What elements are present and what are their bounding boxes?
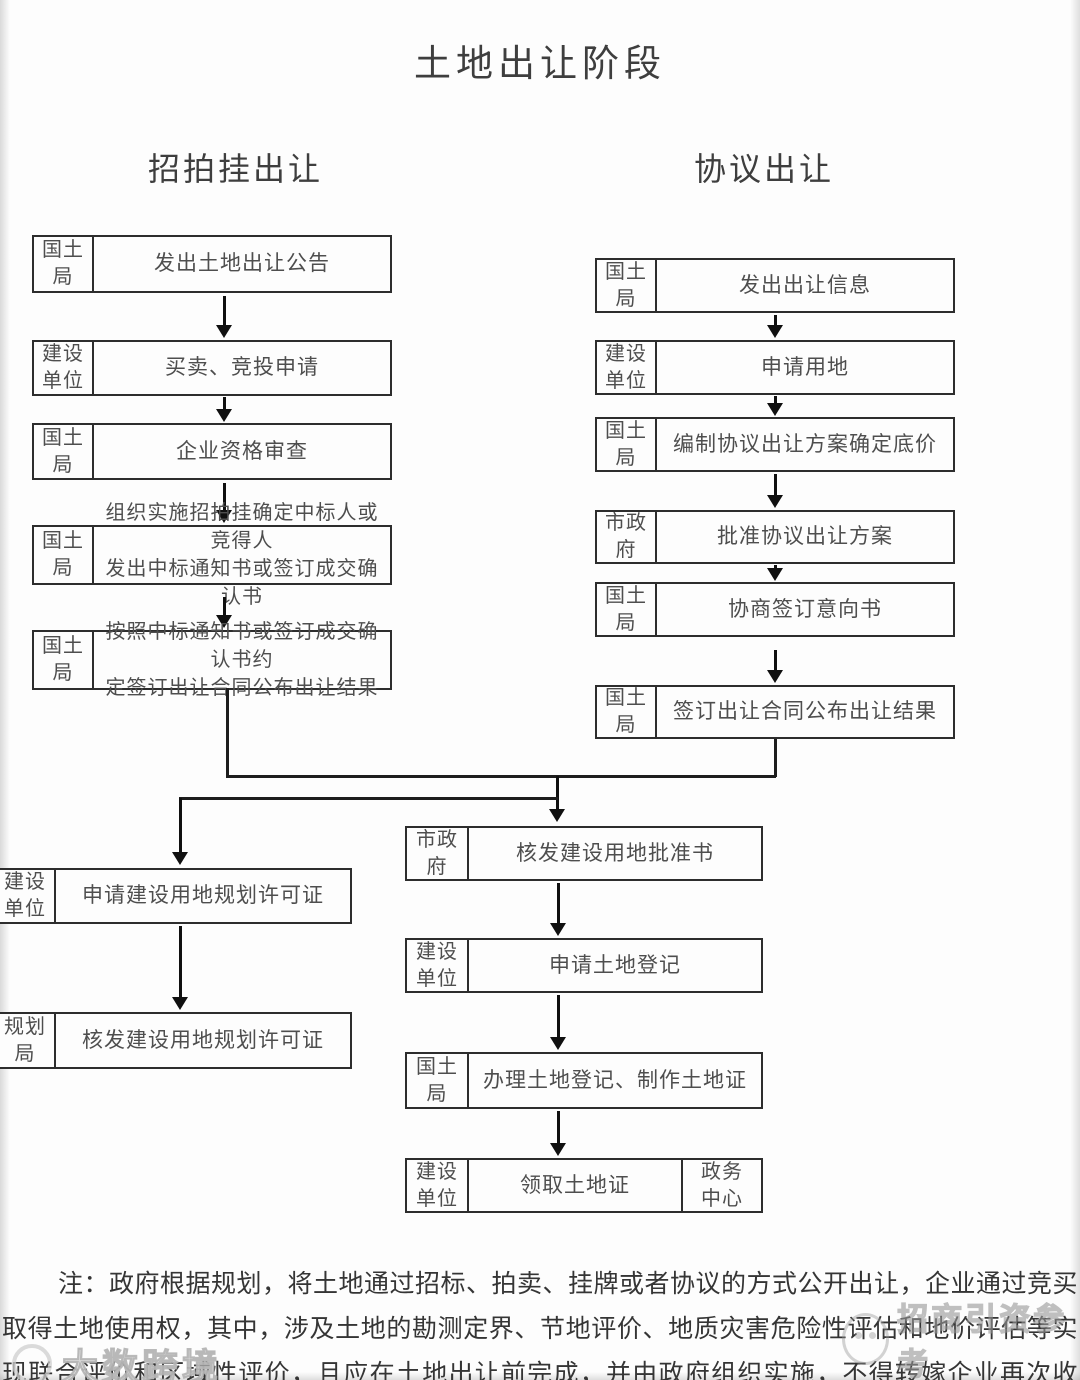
actor-label: 规划 局	[0, 1014, 56, 1067]
bottom-middle-step-2-box: 建设 单位 申请土地登记	[405, 938, 763, 993]
arrow-down-icon	[549, 776, 565, 822]
page-edge-shadow-left	[0, 0, 10, 1380]
actor-label: 国土 局	[597, 419, 657, 470]
action-label: 协商签订意向书	[728, 597, 882, 621]
arrow-down-icon	[550, 1111, 566, 1156]
action-label: 批准协议出让方案	[717, 525, 893, 548]
actor-label: 建设 单位	[407, 940, 469, 991]
actor-label: 国土 局	[34, 527, 94, 583]
actor-label: 国土 局	[34, 632, 94, 688]
right-step-5-box: 国土 局 协商签订意向书	[595, 582, 955, 637]
actor-label: 国土 局	[34, 425, 94, 478]
arrow-down-icon	[172, 926, 188, 1010]
action-label: 申请土地登记	[549, 953, 681, 977]
actor-label: 国土 局	[597, 687, 657, 737]
actor-label: 建设 单位	[407, 1160, 469, 1211]
action-label: 组织实施招拍挂确定中标人或竞得人 发出中标通知书或签订成交确认书	[105, 502, 379, 608]
action-label: 申请建设用地规划许可证	[82, 884, 324, 907]
right-step-6-box: 国土 局 签订出让合同公布出让结果	[595, 685, 955, 739]
actor-label: 国土 局	[597, 584, 657, 635]
action-label: 办理土地登记、制作土地证	[483, 1068, 747, 1092]
page-title: 土地出让阶段	[414, 43, 666, 84]
right-column-header: 协议出让	[694, 151, 835, 187]
arrow-down-icon	[767, 315, 783, 338]
actor-label: 国土 局	[34, 237, 94, 291]
actor-label: 市政 府	[597, 512, 657, 562]
bottom-middle-step-3-box: 国土 局 办理土地登记、制作土地证	[405, 1052, 763, 1109]
action-label: 发出出让信息	[739, 273, 871, 297]
right-step-4-box: 市政 府 批准协议出让方案	[595, 510, 955, 564]
right-step-2-box: 建设 单位 申请用地	[595, 340, 955, 395]
connector-merge-line	[226, 775, 776, 778]
bottom-left-step-2-box: 规划 局 核发建设用地规划许可证	[0, 1012, 352, 1069]
arrow-down-icon	[767, 396, 783, 416]
actor-label-right: 政务 中心	[681, 1160, 761, 1211]
arrow-down-icon	[172, 798, 188, 865]
action-label: 领取土地证	[520, 1173, 630, 1197]
action-label: 发出土地出让公告	[154, 252, 330, 275]
connector-branch-line	[179, 797, 558, 800]
action-label: 申请用地	[761, 355, 849, 379]
arrow-down-icon	[216, 483, 232, 523]
action-label: 企业资格审查	[176, 439, 308, 463]
left-step-5-box: 国土 局 按照中标通知书或签订成交确认书约 定签订出让合同公布出让结果	[32, 621, 392, 699]
left-column-header: 招拍挂出让	[148, 151, 324, 187]
actor-label: 建设 单位	[34, 342, 94, 394]
left-step-4-box: 国土 局 组织实施招拍挂确定中标人或竞得人 发出中标通知书或签订成交确认书	[32, 502, 392, 608]
page-edge-shadow-right	[1070, 0, 1080, 1380]
action-label: 买卖、竞投申请	[165, 356, 319, 379]
bottom-left-step-1-box: 建设 单位 申请建设用地规划许可证	[0, 868, 352, 924]
actor-label: 国土 局	[597, 260, 657, 311]
arrow-down-icon	[767, 650, 783, 683]
arrow-down-icon	[550, 995, 566, 1050]
connector-right-drop	[774, 739, 777, 777]
left-step-2-box: 建设 单位 买卖、竞投申请	[32, 340, 392, 396]
actor-label: 市政 府	[407, 828, 469, 879]
action-label: 核发建设用地批准书	[516, 841, 714, 865]
arrow-down-icon	[767, 565, 783, 581]
actor-label: 建设 单位	[0, 870, 56, 922]
left-step-1-box: 国土 局 发出土地出让公告	[32, 235, 392, 293]
left-step-3-box: 国土 局 企业资格审查	[32, 423, 392, 480]
connector-left-drop	[226, 688, 229, 777]
action-label: 编制协议出让方案确定底价	[673, 432, 937, 456]
arrow-down-icon	[550, 883, 566, 936]
action-label: 核发建设用地规划许可证	[82, 1028, 324, 1052]
action-label: 按照中标通知书或签订成交确认书约 定签订出让合同公布出让结果	[105, 621, 379, 699]
arrow-down-icon	[767, 474, 783, 508]
bottom-middle-step-4-box: 建设 单位 领取土地证 政务 中心	[405, 1158, 763, 1213]
right-step-3-box: 国土 局 编制协议出让方案确定底价	[595, 417, 955, 472]
note-text: 注：政府根据规划，将土地通过招标、拍卖、挂牌或者协议的方式公开出让，企业通过竞买…	[2, 1270, 1079, 1380]
arrow-down-icon	[216, 397, 232, 422]
action-label: 签订出让合同公布出让结果	[673, 700, 937, 723]
arrow-down-icon	[216, 597, 232, 628]
actor-label: 国土 局	[407, 1054, 469, 1107]
actor-label: 建设 单位	[597, 342, 657, 393]
bottom-middle-step-1-box: 市政 府 核发建设用地批准书	[405, 826, 763, 881]
right-step-1-box: 国土 局 发出出让信息	[595, 258, 955, 313]
arrow-down-icon	[216, 296, 232, 338]
